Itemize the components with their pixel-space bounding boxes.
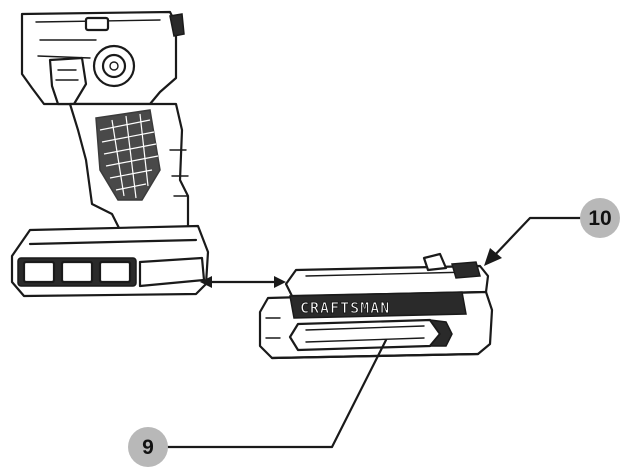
callout-10-label: 10: [588, 207, 611, 230]
grip-hatch: [99, 113, 159, 199]
callout-9: 9: [128, 338, 388, 467]
callout-10: 10: [484, 198, 620, 266]
battery-brand-label: CRAFTSMAN: [300, 299, 390, 317]
slide-direction-arrow: [200, 276, 286, 288]
callout-10-arrowhead: [484, 248, 502, 266]
callout-9-circle: [128, 427, 168, 467]
callout-10-circle: [580, 198, 620, 238]
callout-9-label: 9: [142, 436, 154, 459]
drill-tool: [10, 10, 210, 298]
battery-pack: CRAFTSMAN: [258, 252, 494, 360]
